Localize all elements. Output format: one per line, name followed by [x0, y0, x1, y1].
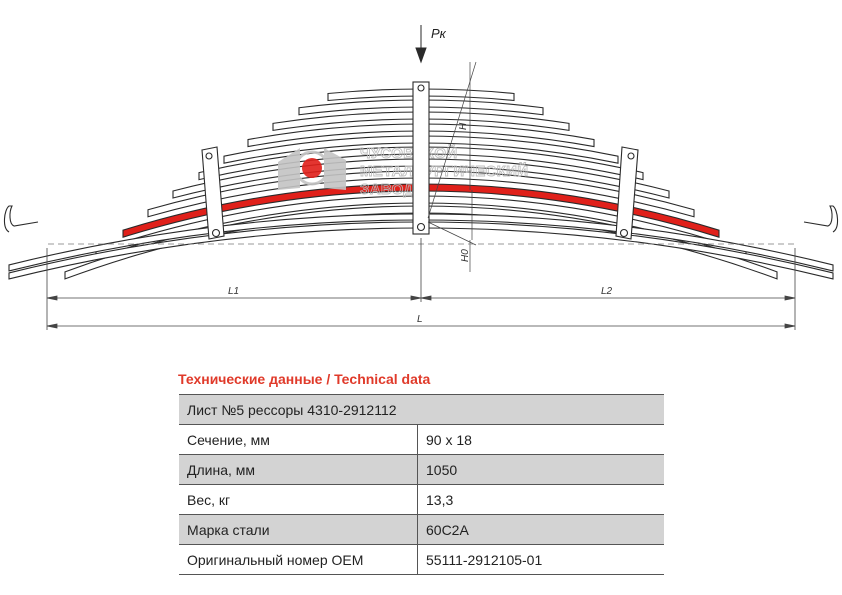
table-header-cell: Лист №5 рессоры 4310-2912112: [179, 394, 664, 425]
row-value: 90 x 18: [417, 424, 664, 455]
dim-l-label: L: [417, 314, 423, 325]
spring-leaf: [223, 135, 619, 164]
spring-leaf: [247, 123, 595, 148]
row-value: 60С2А: [417, 514, 664, 545]
row-value: 13,3: [417, 484, 664, 515]
right-hook-end: [803, 205, 839, 233]
spring-leaf: [272, 111, 570, 132]
length-dimensions: [46, 238, 796, 330]
technical-data-table: Лист №5 рессоры 4310-2912112 Сечение, мм…: [179, 394, 664, 575]
center-bolt: [412, 81, 430, 235]
dim-l1-label: L1: [228, 286, 239, 297]
left-clamp: [201, 146, 225, 240]
dim-l2-label: L2: [601, 286, 613, 297]
watermark-logo: [278, 148, 346, 190]
leaf-spring-drawing: ЧУСОВСКОЙ МЕТАЛЛУРГИЧЕСКИЙ ЗАВОД Pк: [3, 25, 839, 330]
row-label: Оригинальный номер ОЕМ: [179, 544, 418, 575]
load-arrow: [415, 25, 427, 64]
watermark: ЧУСОВСКОЙ МЕТАЛЛУРГИЧЕСКИЙ ЗАВОД: [278, 144, 528, 198]
height-dimension: [427, 61, 477, 272]
row-label: Марка стали: [179, 514, 418, 545]
table-row: Оригинальный номер ОЕМ 55111-2912105-01: [179, 544, 664, 575]
left-hook-end: [3, 205, 39, 233]
row-value: 55111-2912105-01: [417, 544, 664, 575]
row-label: Длина, мм: [179, 454, 418, 485]
watermark-line-2: МЕТАЛЛУРГИЧЕСКИЙ: [360, 162, 528, 180]
row-label: Сечение, мм: [179, 424, 418, 455]
row-label: Вес, кг: [179, 484, 418, 515]
table-row: Сечение, мм 90 x 18: [179, 424, 664, 455]
table-title: Технические данные / Technical data: [178, 371, 431, 387]
dim-h0-label: H0: [460, 249, 471, 262]
spring-clamps: [201, 81, 639, 240]
highlighted-leaf-5: [122, 183, 720, 238]
watermark-line-3: ЗАВОД: [360, 181, 414, 198]
table-row: Марка стали 60С2А: [179, 514, 664, 545]
right-clamp: [615, 146, 639, 240]
table-row: Вес, кг 13,3: [179, 484, 664, 515]
table-header-row: Лист №5 рессоры 4310-2912112: [179, 394, 664, 425]
dim-h-label: H: [458, 122, 469, 130]
row-value: 1050: [417, 454, 664, 485]
table-row: Длина, мм 1050: [179, 454, 664, 485]
watermark-line-1: ЧУСОВСКОЙ: [360, 144, 457, 162]
load-label: Pк: [431, 26, 447, 41]
spring-leaf: [298, 99, 544, 116]
